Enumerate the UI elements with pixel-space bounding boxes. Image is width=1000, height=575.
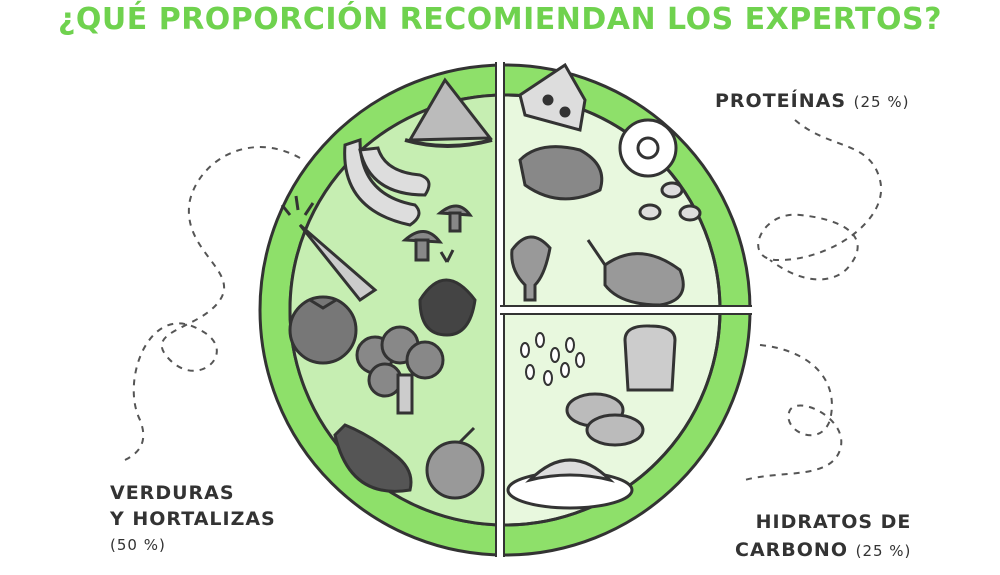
label-carbs: HIDRATOS DE CARBONO (25 %) bbox=[735, 508, 911, 565]
carbs-name-line2-row: CARBONO (25 %) bbox=[735, 536, 911, 565]
potato-icon bbox=[565, 392, 645, 447]
vegetables-percent: (50 %) bbox=[110, 536, 166, 554]
onion-icon bbox=[418, 278, 477, 337]
banana-icon bbox=[343, 137, 431, 227]
carbs-percent: (25 %) bbox=[855, 542, 912, 560]
pasta-icon bbox=[506, 458, 634, 510]
broccoli-icon bbox=[355, 325, 445, 415]
fish-icon bbox=[510, 235, 552, 302]
label-proteins: PROTEÍNAS (25 %) bbox=[715, 90, 909, 112]
steak-icon bbox=[518, 145, 604, 201]
eggplant-icon bbox=[333, 423, 413, 493]
tomato-icon bbox=[288, 295, 358, 365]
mushroom-icon bbox=[401, 204, 474, 262]
page-title: ¿QUÉ PROPORCIÓN RECOMIENDAN LOS EXPERTOS… bbox=[58, 2, 942, 37]
vegetables-name-line1: VERDURAS bbox=[110, 482, 235, 504]
carbs-name-line2: CARBONO bbox=[735, 539, 848, 561]
vegetables-section bbox=[290, 95, 505, 525]
watermelon-icon bbox=[407, 77, 494, 142]
vegetables-name-line2: Y HORTALIZAS bbox=[110, 508, 276, 530]
carbs-name-line1: HIDRATOS DE bbox=[755, 511, 912, 533]
apple-icon bbox=[425, 440, 485, 500]
bread-icon bbox=[623, 324, 677, 392]
proteins-percent: (25 %) bbox=[853, 93, 910, 111]
dashed-connectors bbox=[124, 119, 883, 481]
chicken-icon bbox=[603, 252, 685, 307]
carrot-icon bbox=[280, 195, 378, 303]
vegetable-icons bbox=[280, 77, 494, 500]
carb-icons bbox=[506, 324, 677, 510]
proteins-name: PROTEÍNAS bbox=[715, 90, 847, 112]
rice-icon bbox=[520, 332, 585, 386]
protein-icons bbox=[510, 62, 702, 307]
beans-icon bbox=[638, 181, 702, 222]
label-vegetables: VERDURAS Y HORTALIZAS (50 %) bbox=[110, 480, 276, 558]
